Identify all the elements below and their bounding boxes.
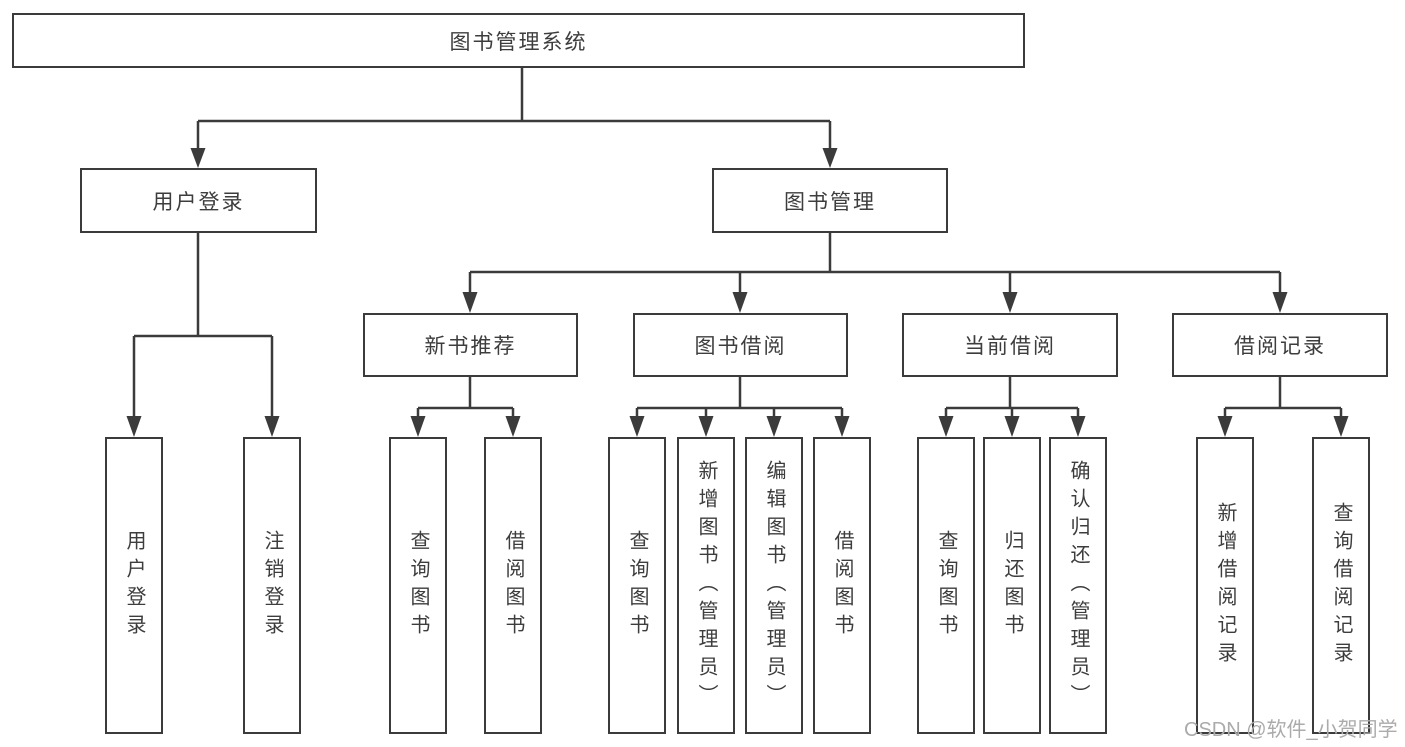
- leaf-add-borrow-record: 新增借阅记录: [1196, 437, 1254, 734]
- leaf-query-books-current: 查询图书: [917, 437, 975, 734]
- leaf-query-books-recommend-label: 查询图书: [407, 529, 429, 642]
- leaf-borrow-books-recommend: 借阅图书: [484, 437, 542, 734]
- leaf-add-borrow-record-label: 新增借阅记录: [1214, 501, 1236, 670]
- node-borrowing-records: 借阅记录: [1172, 313, 1388, 377]
- leaf-logout-label: 注销登录: [261, 529, 283, 642]
- leaf-query-borrow-record: 查询借阅记录: [1312, 437, 1370, 734]
- node-book-management-label: 图书管理: [784, 190, 876, 214]
- csdn-watermark: CSDN @软件_小贺同学: [1184, 719, 1398, 741]
- leaf-confirm-return-admin: 确认归还（管理员）: [1049, 437, 1107, 734]
- leaf-return-books: 归还图书: [983, 437, 1041, 734]
- leaf-return-books-label: 归还图书: [1001, 529, 1023, 642]
- leaf-query-books-current-label: 查询图书: [935, 529, 957, 642]
- leaf-user-login-label: 用户登录: [123, 529, 145, 642]
- node-current-borrowing-label: 当前借阅: [964, 335, 1056, 358]
- leaf-query-borrow-record-label: 查询借阅记录: [1330, 501, 1352, 670]
- node-new-book-recommend-label: 新书推荐: [424, 335, 517, 358]
- leaf-query-books-borrowing-label: 查询图书: [626, 529, 648, 642]
- leaf-add-books-admin-label: 新增图书（管理员）: [695, 459, 717, 712]
- node-book-management: 图书管理: [712, 168, 948, 233]
- leaf-logout: 注销登录: [243, 437, 301, 734]
- leaf-edit-books-admin-label: 编辑图书（管理员）: [763, 459, 785, 712]
- node-book-borrowing: 图书借阅: [633, 313, 848, 377]
- leaf-borrow-books-recommend-label: 借阅图书: [502, 529, 524, 642]
- leaf-edit-books-admin: 编辑图书（管理员）: [745, 437, 803, 734]
- node-new-book-recommend: 新书推荐: [363, 313, 578, 377]
- leaf-query-books-recommend: 查询图书: [389, 437, 447, 734]
- leaf-query-books-borrowing: 查询图书: [608, 437, 666, 734]
- node-root-label: 图书管理系统: [449, 30, 588, 54]
- node-current-borrowing: 当前借阅: [902, 313, 1118, 377]
- node-root-system: 图书管理系统: [12, 13, 1025, 68]
- node-user-login: 用户登录: [80, 168, 317, 233]
- node-user-login-label: 用户登录: [152, 190, 245, 214]
- leaf-borrow-books-borrowing-label: 借阅图书: [831, 529, 853, 642]
- leaf-add-books-admin: 新增图书（管理员）: [677, 437, 735, 734]
- leaf-borrow-books-borrowing: 借阅图书: [813, 437, 871, 734]
- node-borrowing-records-label: 借阅记录: [1234, 335, 1326, 358]
- leaf-user-login: 用户登录: [105, 437, 163, 734]
- leaf-confirm-return-admin-label: 确认归还（管理员）: [1067, 459, 1089, 712]
- node-book-borrowing-label: 图书借阅: [694, 335, 787, 358]
